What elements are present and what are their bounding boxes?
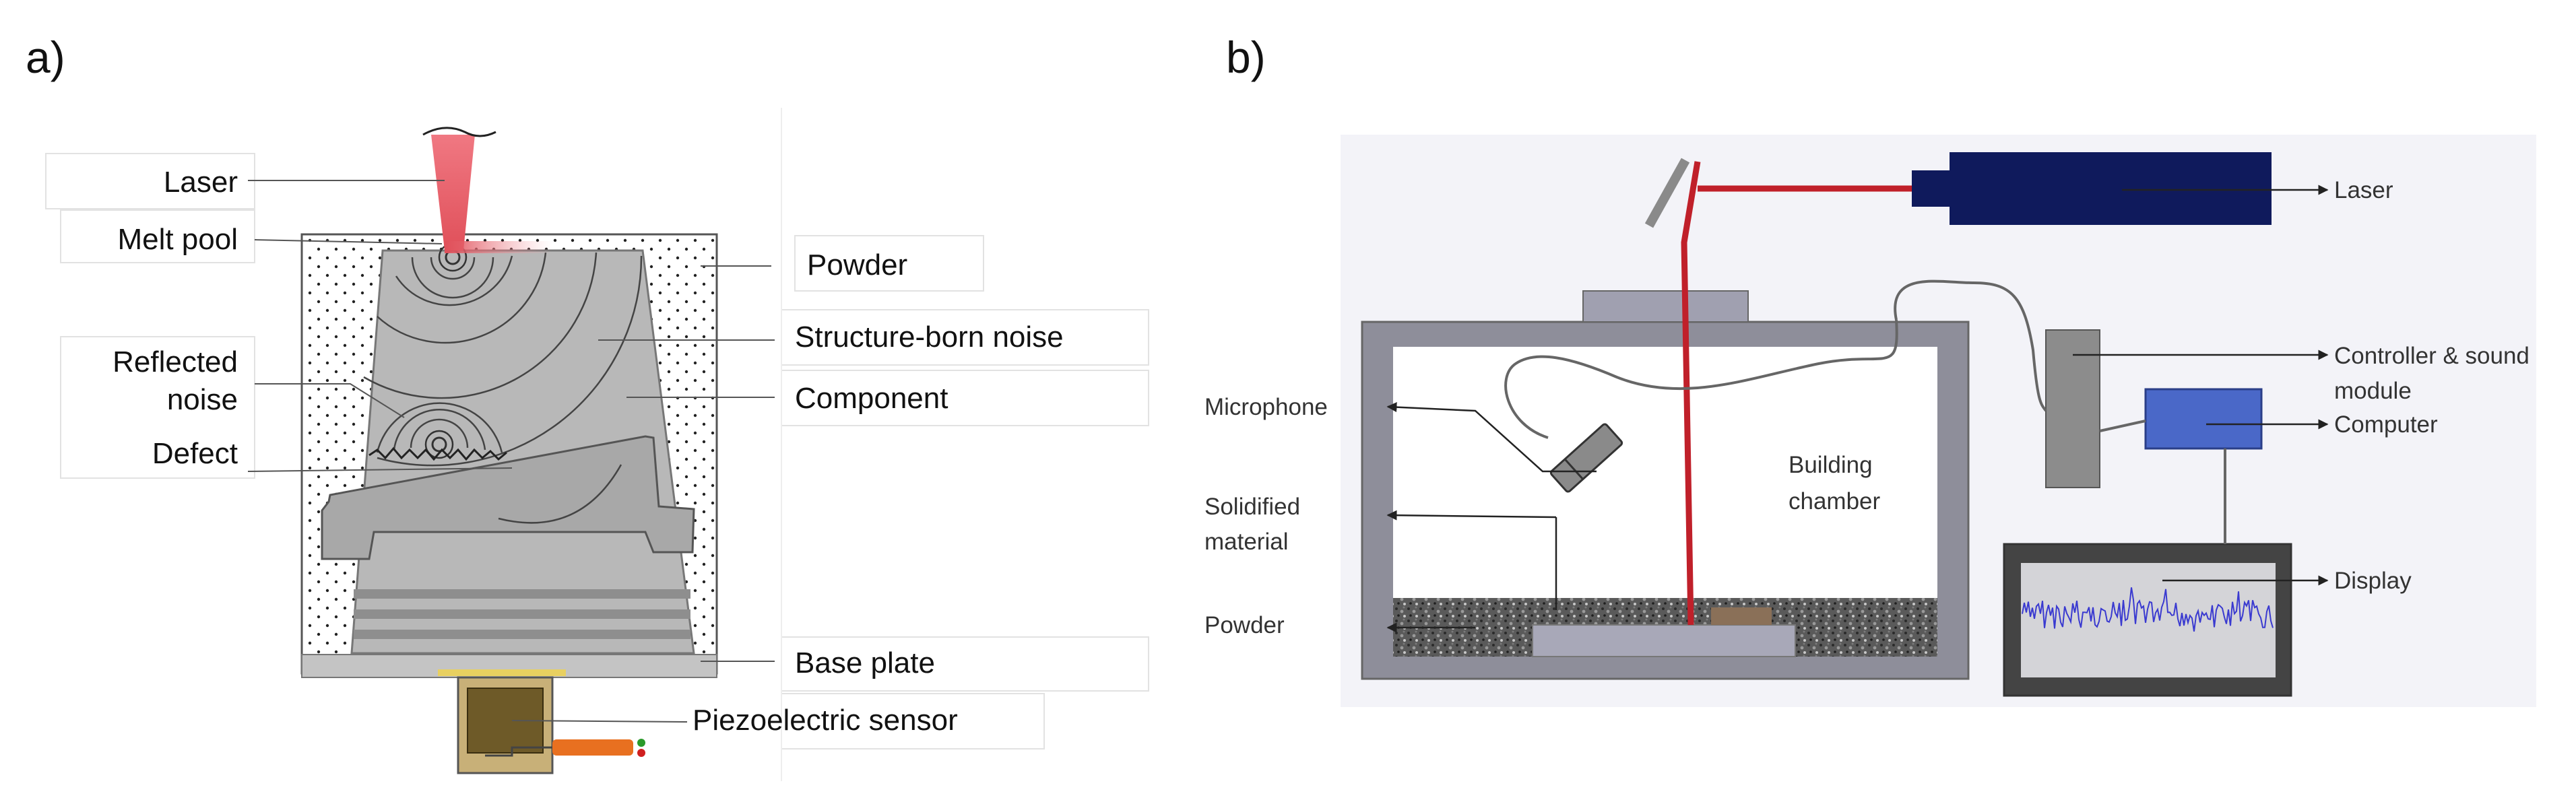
label-defect: Defect	[152, 437, 238, 470]
connector-red	[637, 749, 645, 757]
label-laser-a: Laser	[164, 166, 238, 199]
panel-b-leaders	[1386, 185, 2329, 633]
label-piezo: Piezoelectric sensor	[693, 704, 958, 737]
microphone	[1549, 423, 1623, 493]
label-reflected-1: Reflected	[112, 345, 238, 378]
layer-stripe-1	[354, 589, 690, 599]
laser-beam	[431, 135, 475, 251]
reflected-defect-label-box	[60, 336, 255, 479]
component-label-box	[781, 370, 1149, 426]
scanning-mirror	[1644, 158, 1690, 228]
label-chamber-1: Building	[1789, 452, 1873, 478]
label-controller-2: module	[2334, 378, 2412, 404]
sensor-coupling-strip	[438, 669, 566, 676]
label-laser-b: Laser	[2334, 177, 2393, 203]
mic-cable-lower	[1504, 319, 1898, 439]
layer-stripe-2	[354, 609, 690, 619]
label-reflected-2: noise	[167, 383, 238, 416]
chamber-window	[1582, 290, 1749, 323]
label-component: Component	[795, 382, 948, 415]
connector-green	[637, 739, 645, 747]
label-computer: Computer	[2334, 411, 2438, 438]
label-powder-a: Powder	[807, 248, 907, 281]
label-controller-1: Controller & sound	[2334, 343, 2530, 369]
solidified-part	[1711, 607, 1772, 625]
laser-origin-mark	[422, 127, 496, 137]
label-melt-pool: Melt pool	[117, 223, 238, 256]
controller-module	[2045, 329, 2100, 488]
support-structure	[321, 435, 695, 560]
defect-crack	[368, 446, 507, 461]
label-powder-b: Powder	[1204, 612, 1285, 638]
computer-box	[2144, 388, 2263, 450]
build-platform	[1532, 624, 1796, 657]
mic-cable-upper	[1894, 279, 2047, 412]
sensor-wire	[485, 746, 552, 757]
panel-a-leaders	[247, 180, 775, 723]
laser-unit	[1950, 152, 2272, 225]
melt-pool-waves	[363, 242, 643, 467]
label-base-plate: Base plate	[795, 646, 935, 679]
controller-computer-cable	[2099, 420, 2146, 432]
label-solidified-2: material	[1204, 529, 1288, 555]
laser-label-box	[45, 153, 255, 209]
label-display: Display	[2334, 568, 2412, 594]
defect-waves	[376, 402, 503, 459]
display-signal-trace	[2022, 587, 2274, 632]
layer-stripe-3	[354, 630, 690, 639]
panel-a-letter: a)	[26, 32, 65, 82]
panel-b-letter: b)	[1226, 32, 1266, 82]
base-plate-label-box	[781, 636, 1149, 692]
panel-b: b)	[1204, 32, 2536, 707]
label-chamber-2: chamber	[1789, 488, 1881, 514]
label-microphone: Microphone	[1204, 394, 1328, 420]
label-solidified-1: Solidified	[1204, 494, 1300, 520]
laser-path-down	[1681, 161, 1701, 626]
powder-label-box	[794, 235, 984, 292]
melt-pool-glow	[445, 241, 552, 253]
structure-noise-label-box	[781, 309, 1149, 366]
sensor-cable	[552, 739, 633, 756]
label-structure-noise: Structure-born noise	[795, 321, 1064, 354]
laser-head	[1912, 170, 1950, 207]
panel-a: a)	[26, 32, 1149, 781]
support-curve	[498, 464, 622, 524]
melt-pool-label-box	[60, 209, 255, 263]
